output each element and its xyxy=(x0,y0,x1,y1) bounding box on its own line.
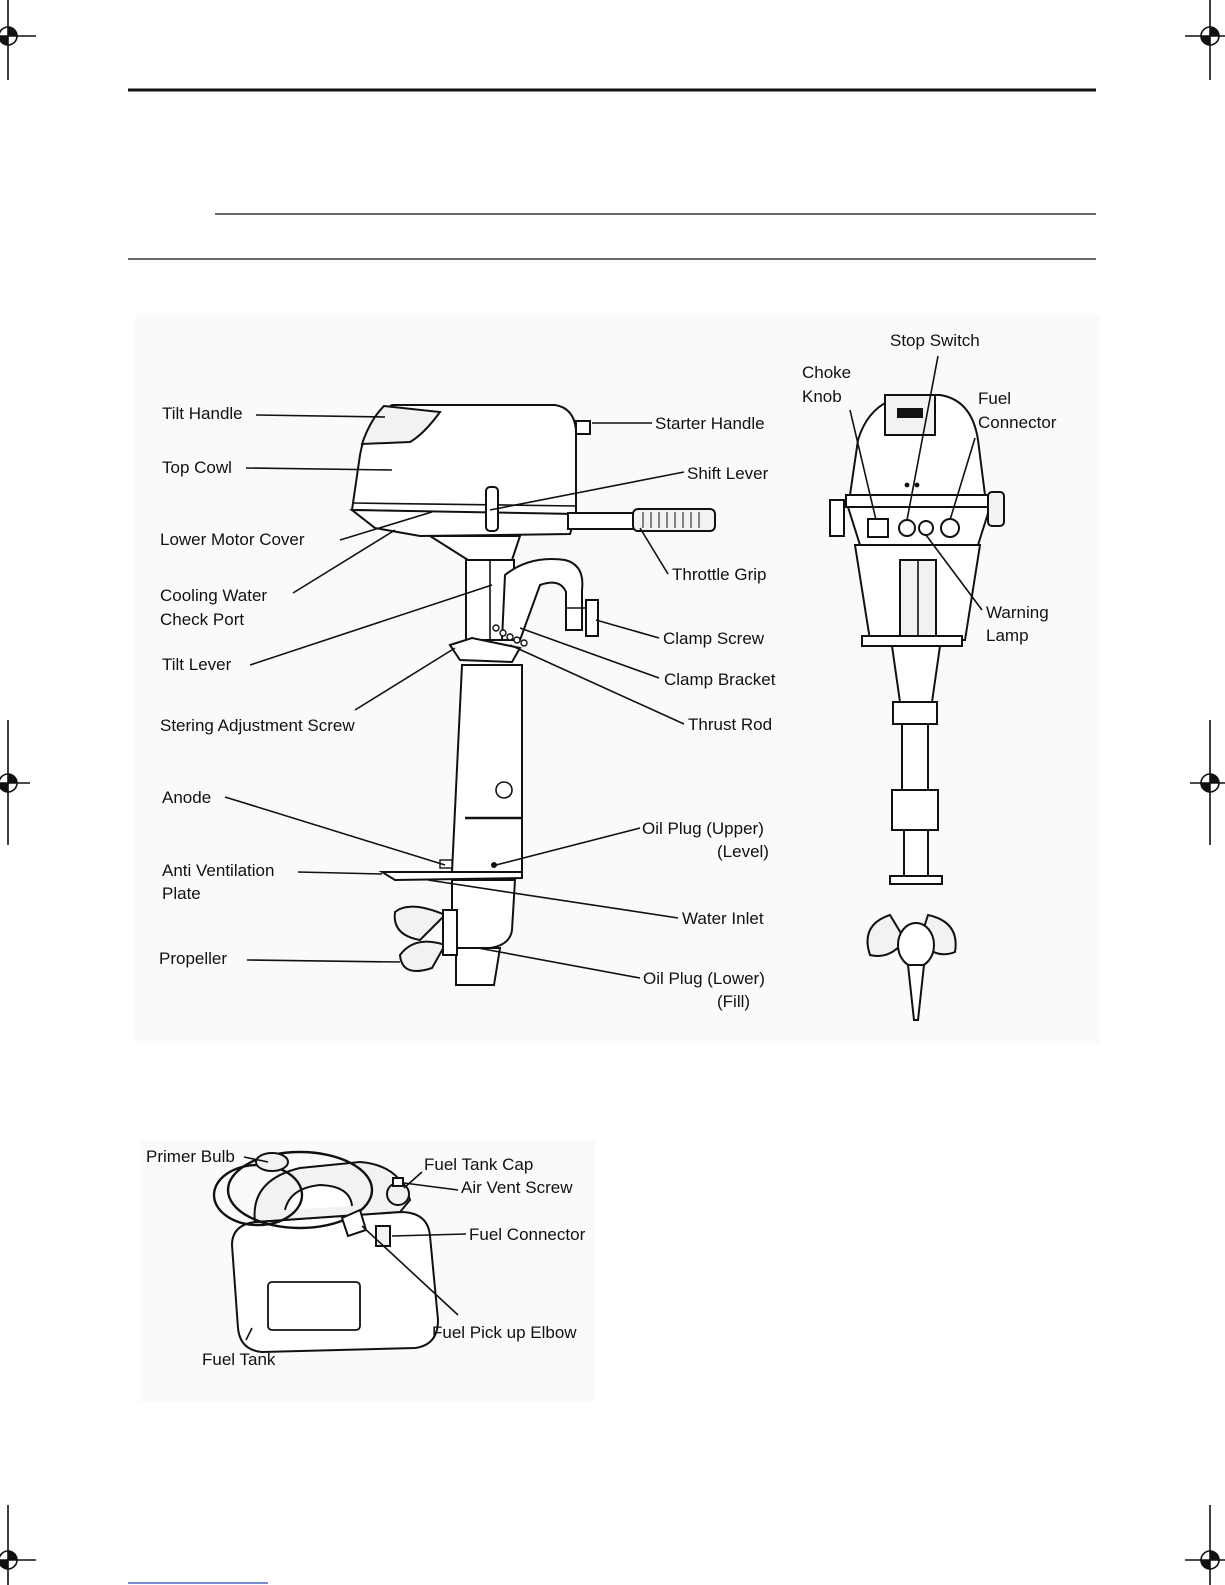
label-choke-knob-line2: Knob xyxy=(802,387,842,406)
label-tilt-handle: Tilt Handle xyxy=(162,404,243,423)
label-fuel-connector-line2: Connector xyxy=(978,413,1057,432)
label-warning-lamp-line2: Lamp xyxy=(986,626,1029,645)
label-fuel-tank: Fuel Tank xyxy=(202,1350,276,1369)
label-oil-plug-lower-line1: Oil Plug (Lower) xyxy=(643,969,765,988)
label-water-inlet: Water Inlet xyxy=(682,909,764,928)
fuel-hose-coil-2 xyxy=(226,1150,374,1230)
front-shaft-upper xyxy=(901,723,929,791)
label-clamp-screw: Clamp Screw xyxy=(663,629,765,648)
clamp-screw-shape xyxy=(585,599,599,637)
crop-mark-bottom-left xyxy=(0,1505,36,1585)
tilt-lever-shape xyxy=(448,636,522,664)
side-view-leader-lines xyxy=(224,414,685,979)
side-view-labels: Tilt Handle Top Cowl Lower Motor Cover C… xyxy=(159,404,776,1011)
fuel-tank-label-panel xyxy=(267,1281,361,1331)
label-oil-plug-upper-line2: (Level) xyxy=(717,842,769,861)
drive-shaft-housing-shape xyxy=(450,664,523,873)
label-fuel-connector: Fuel Connector xyxy=(469,1225,586,1244)
front-handle-slot xyxy=(897,408,923,418)
front-shaft-lower xyxy=(903,829,929,881)
starter-handle-shape xyxy=(575,420,591,435)
label-choke-knob-line1: Choke xyxy=(802,363,851,382)
front-shaft-collar xyxy=(891,789,939,831)
label-throttle-grip: Throttle Grip xyxy=(672,565,766,584)
anti-ventilation-plate-shape xyxy=(378,871,523,882)
front-grip-right xyxy=(987,491,1005,527)
propeller-blade-bottom xyxy=(398,940,447,972)
label-stering-adjustment-screw: Stering Adjustment Screw xyxy=(160,716,355,735)
crop-mark-bottom-right xyxy=(1185,1505,1225,1585)
skeg-shape xyxy=(455,947,502,986)
front-clamp-bar xyxy=(861,635,963,647)
label-oil-plug-lower-line2: (Fill) xyxy=(717,992,750,1011)
front-tiller-left xyxy=(829,499,845,537)
label-fuel-tank-cap: Fuel Tank Cap xyxy=(424,1155,533,1174)
tiller-arm-shape xyxy=(567,512,635,530)
crop-mark-top-left xyxy=(0,0,36,80)
label-cooling-water-line1: Cooling Water xyxy=(160,586,267,605)
label-oil-plug-upper-line1: Oil Plug (Upper) xyxy=(642,819,764,838)
front-view-leader-lines xyxy=(849,355,983,611)
label-fuel-pick-up-elbow: Fuel Pick up Elbow xyxy=(432,1323,577,1342)
front-skeg xyxy=(906,964,926,1021)
label-anti-ventilation-line1: Anti Ventilation xyxy=(162,861,274,880)
front-exhaust-housing xyxy=(892,701,938,725)
label-thrust-rod: Thrust Rod xyxy=(688,715,772,734)
label-anti-ventilation-line2: Plate xyxy=(162,884,201,903)
label-air-vent-screw: Air Vent Screw xyxy=(461,1178,573,1197)
fuel-tank-illustration xyxy=(212,1150,440,1354)
fuel-tank-leader-lines xyxy=(243,1156,467,1341)
front-cowl-rim xyxy=(845,494,991,508)
outboard-side-view xyxy=(349,404,716,986)
fuel-tank-labels: Primer Bulb Fuel Tank Cap Air Vent Screw… xyxy=(146,1147,586,1369)
fuel-connector-shape xyxy=(375,1225,391,1247)
header-rules xyxy=(128,88,1096,260)
label-cooling-water-line2: Check Port xyxy=(160,610,244,629)
outboard-front-view xyxy=(829,394,1005,1021)
warning-lamp-shape xyxy=(918,520,934,536)
propeller-blade-top xyxy=(393,905,447,942)
label-tilt-lever: Tilt Lever xyxy=(162,655,232,674)
front-prop-hub xyxy=(897,922,935,968)
crop-mark-mid-left xyxy=(0,720,30,845)
label-starter-handle: Starter Handle xyxy=(655,414,765,433)
label-warning-lamp-line1: Warning xyxy=(986,603,1049,622)
fuel-connector-socket xyxy=(940,518,960,538)
air-vent-screw-shape xyxy=(392,1177,404,1187)
label-clamp-bracket: Clamp Bracket xyxy=(664,670,776,689)
gearcase-shape xyxy=(451,879,517,949)
front-midsection xyxy=(890,645,942,703)
label-propeller: Propeller xyxy=(159,949,227,968)
label-primer-bulb: Primer Bulb xyxy=(146,1147,235,1166)
crop-mark-mid-right xyxy=(1190,720,1225,845)
choke-knob-shape xyxy=(867,518,889,538)
propeller-hub-shape xyxy=(442,909,458,956)
throttle-grip-shape xyxy=(632,508,716,532)
front-view-labels: Stop Switch Choke Knob Fuel Connector Wa… xyxy=(802,331,1057,645)
label-anode: Anode xyxy=(162,788,211,807)
label-fuel-connector-line1: Fuel xyxy=(978,389,1011,408)
clamp-bracket-shape xyxy=(500,558,584,641)
primer-bulb-shape xyxy=(255,1152,289,1172)
label-lower-motor-cover: Lower Motor Cover xyxy=(160,530,305,549)
front-cowl-shape xyxy=(848,394,987,496)
front-anti-vent-plate xyxy=(889,875,943,885)
label-stop-switch: Stop Switch xyxy=(890,331,980,350)
crop-mark-top-right xyxy=(1185,0,1225,80)
stop-switch-shape xyxy=(898,519,916,537)
label-top-cowl: Top Cowl xyxy=(162,458,232,477)
label-shift-lever: Shift Lever xyxy=(687,464,769,483)
